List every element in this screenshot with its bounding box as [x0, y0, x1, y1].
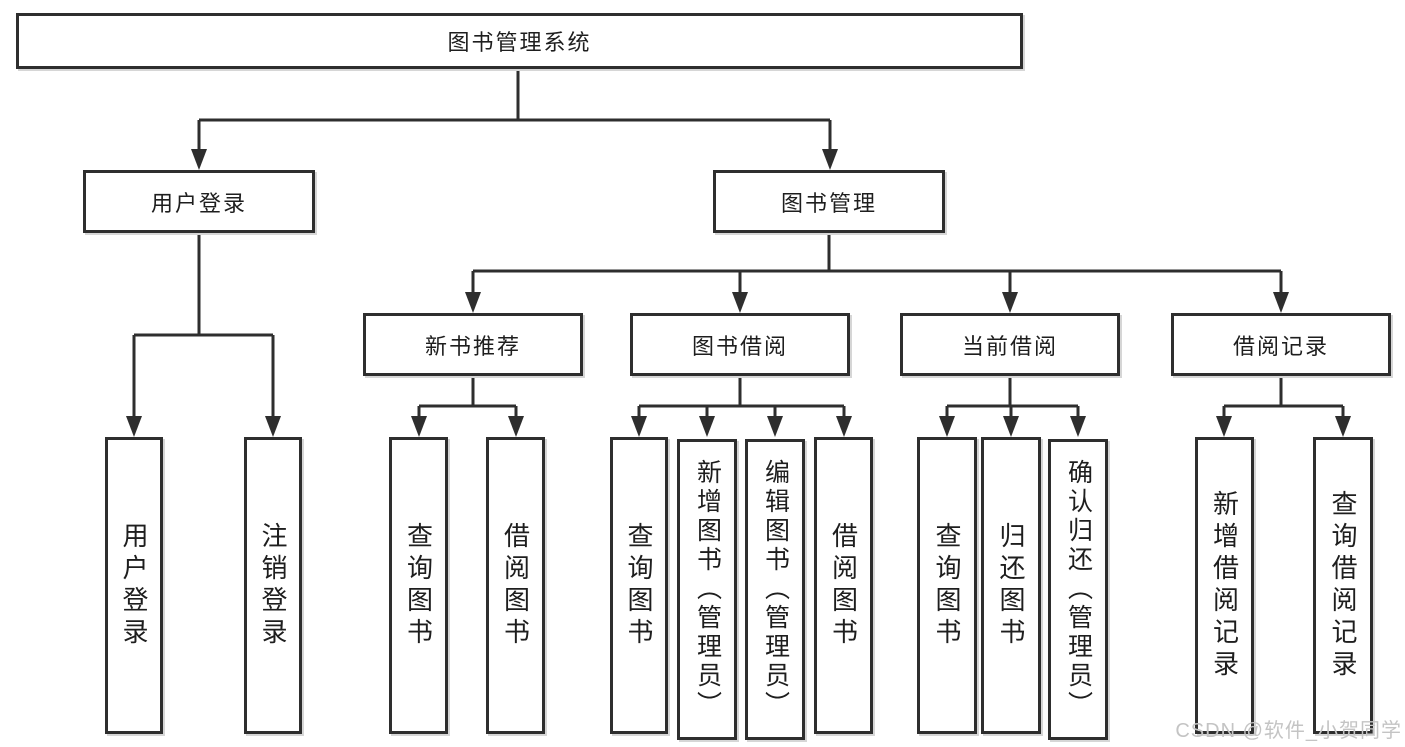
node-leaf-borrow-books: 借阅图书: [814, 437, 873, 734]
arrowhead: [411, 416, 427, 437]
node-label: 用户登录: [150, 190, 247, 216]
node-label: 图书管理系统: [447, 30, 592, 55]
node-label: 借阅记录: [1232, 333, 1329, 359]
node-label: 当前借阅: [961, 333, 1058, 359]
node-label: 借阅图书: [828, 521, 859, 650]
node-book-management-branch: 图书管理: [713, 170, 945, 233]
arrowhead: [1002, 292, 1018, 313]
arrowhead: [836, 416, 852, 437]
arrowhead: [939, 416, 955, 437]
csdn-watermark: CSDN @软件_小贺同学: [1175, 720, 1402, 742]
node-leaf-user-login: 用户登录: [105, 437, 163, 734]
node-current-borrow: 当前借阅: [900, 313, 1120, 376]
node-label: 编辑图书（管理员）: [761, 459, 790, 720]
node-label: 用户登录: [119, 521, 149, 650]
node-leaf-logout: 注销登录: [244, 437, 302, 734]
node-label: 借阅图书: [500, 521, 531, 650]
node-label: 查询借阅记录: [1328, 489, 1358, 682]
node-new-book-recommend: 新书推荐: [363, 313, 583, 376]
node-label: 查询图书: [932, 521, 962, 650]
node-leaf-query-borrow-record: 查询借阅记录: [1313, 437, 1373, 734]
node-label: 注销登录: [258, 521, 288, 650]
node-user-login-branch: 用户登录: [83, 170, 315, 233]
arrowhead: [699, 416, 715, 437]
arrowhead: [465, 292, 481, 313]
arrowhead: [1335, 416, 1351, 437]
node-label: 图书借阅: [691, 333, 788, 359]
arrowhead: [1003, 416, 1019, 437]
arrowhead: [1216, 416, 1232, 437]
arrowhead: [126, 416, 142, 437]
node-leaf-confirm-return-admin: 确认归还（管理员）: [1048, 439, 1108, 740]
arrowheads: [126, 149, 1351, 437]
node-leaf-borrow-books: 借阅图书: [486, 437, 545, 734]
node-leaf-query-books: 查询图书: [389, 437, 448, 734]
node-leaf-query-books: 查询图书: [610, 437, 668, 734]
node-label: 新增图书（管理员）: [693, 459, 722, 720]
node-leaf-add-books-admin: 新增图书（管理员）: [677, 439, 737, 740]
node-label: 确认归还（管理员）: [1064, 459, 1093, 720]
node-leaf-query-books: 查询图书: [917, 437, 977, 734]
connector-lines: [132, 69, 1345, 418]
arrowhead: [631, 416, 647, 437]
node-label: 新增借阅记录: [1209, 489, 1240, 682]
node-label: 归还图书: [996, 521, 1026, 650]
node-label: 图书管理: [780, 190, 877, 216]
node-borrow-records: 借阅记录: [1171, 313, 1391, 376]
arrowhead: [508, 416, 524, 437]
node-system-root: 图书管理系统: [16, 13, 1023, 69]
node-leaf-add-borrow-record: 新增借阅记录: [1195, 437, 1254, 734]
node-leaf-edit-books-admin: 编辑图书（管理员）: [745, 439, 805, 740]
arrowhead: [1070, 416, 1086, 437]
arrowhead: [191, 149, 207, 170]
arrowhead: [1273, 292, 1289, 313]
node-label: 查询图书: [403, 521, 434, 650]
arrowhead: [732, 292, 748, 313]
node-leaf-return-books: 归还图书: [981, 437, 1041, 734]
arrowhead: [822, 149, 838, 170]
node-book-borrow: 图书借阅: [630, 313, 850, 376]
arrowhead: [767, 416, 783, 437]
node-label: 查询图书: [624, 521, 654, 650]
arrowhead: [265, 416, 281, 437]
node-label: 新书推荐: [424, 333, 521, 359]
